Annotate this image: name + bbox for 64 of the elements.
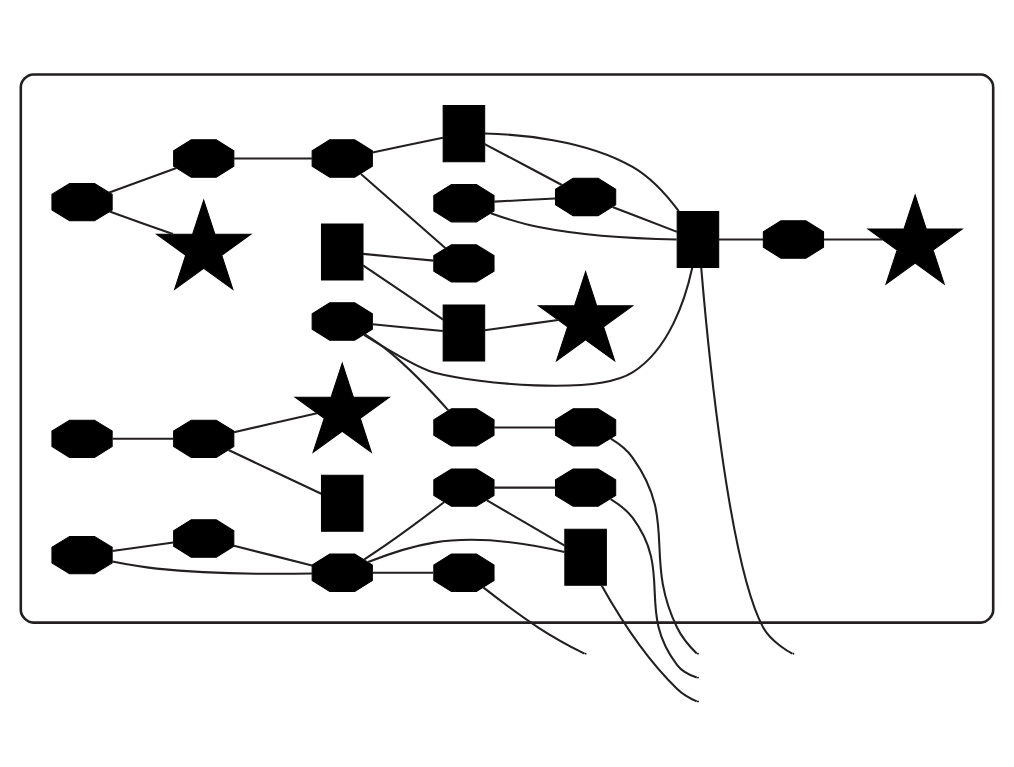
node-octagon: [433, 407, 495, 447]
connector: [233, 544, 313, 566]
connector: [494, 425, 556, 428]
connector: [372, 322, 443, 332]
connector: [486, 498, 566, 546]
node-box: [320, 222, 364, 280]
connector: [700, 267, 793, 655]
node-octagon: [433, 243, 495, 283]
node-octagon: [311, 138, 373, 178]
node-star: [866, 192, 964, 285]
connector: [233, 411, 318, 433]
connector: [372, 571, 434, 574]
node-octagon: [51, 535, 113, 574]
node-octagon: [173, 138, 235, 178]
connector: [610, 437, 698, 654]
connector: [364, 333, 450, 411]
connector: [490, 211, 677, 240]
node-octagon: [433, 183, 495, 222]
node-box: [442, 303, 486, 361]
connector: [360, 172, 447, 249]
connector: [484, 132, 680, 212]
connector: [494, 486, 556, 489]
connector: [482, 586, 585, 655]
connector: [484, 142, 563, 186]
node-star: [293, 360, 391, 454]
connector: [109, 210, 174, 235]
connector: [718, 238, 764, 241]
node-octagon: [51, 182, 113, 221]
connector: [234, 157, 312, 160]
connector: [372, 136, 444, 153]
node-box: [442, 104, 486, 162]
connector: [823, 238, 883, 241]
node-octagon: [433, 467, 495, 507]
node-star: [154, 197, 253, 291]
node-octagon: [554, 407, 617, 447]
connector: [494, 196, 556, 203]
connector: [612, 205, 678, 233]
connector: [228, 448, 322, 495]
node-octagon: [173, 518, 235, 558]
node-octagon: [311, 553, 373, 592]
connector: [112, 437, 174, 440]
node-box: [676, 210, 720, 268]
node-octagon: [311, 301, 373, 341]
connector: [363, 267, 694, 387]
connector: [610, 497, 698, 679]
node-octagon: [762, 219, 825, 259]
connector: [363, 500, 445, 560]
node-octagon: [554, 177, 617, 216]
connector: [108, 166, 177, 194]
node-octagon: [554, 467, 617, 507]
node-box: [564, 528, 607, 586]
node-box: [320, 474, 364, 532]
node-octagon: [433, 553, 495, 592]
cluster: [19, 72, 995, 624]
node-star: [536, 269, 635, 362]
connector: [112, 541, 174, 552]
connector: [484, 318, 559, 331]
connector: [362, 252, 434, 262]
node-octagon: [173, 419, 235, 458]
connector: [362, 263, 444, 320]
connector: [112, 560, 313, 575]
connector: [367, 538, 565, 563]
node-octagon: [51, 419, 113, 458]
connector: [600, 584, 698, 702]
